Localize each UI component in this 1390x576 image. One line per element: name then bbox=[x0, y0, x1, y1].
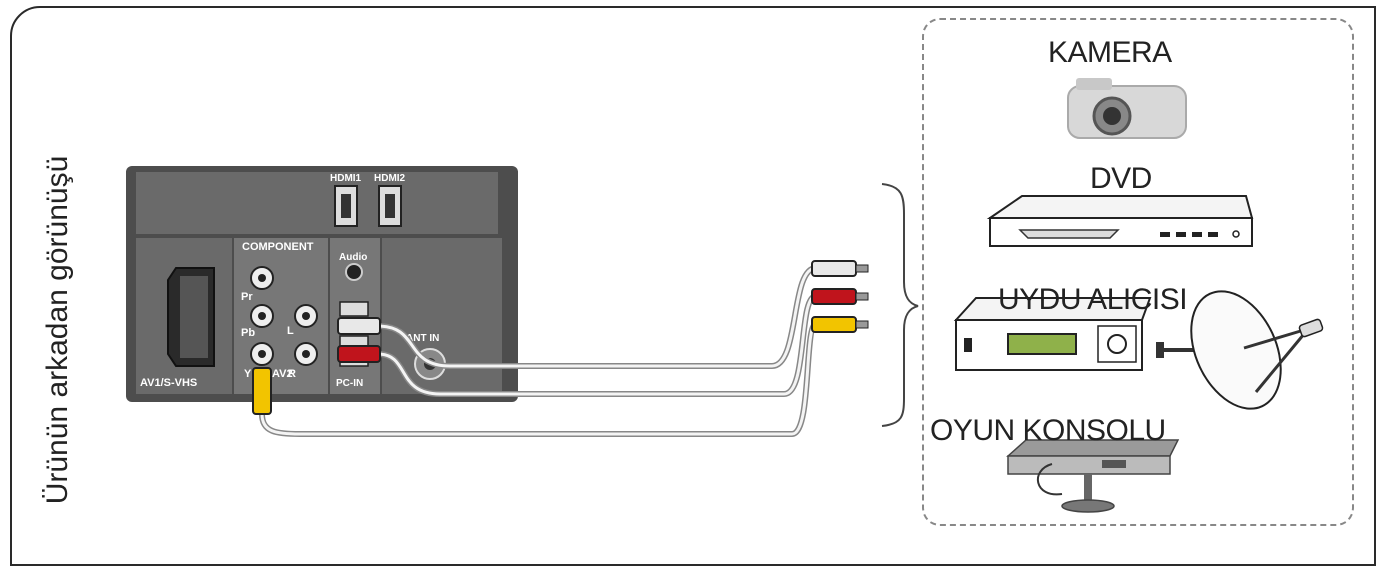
game-console-illustration bbox=[1006, 439, 1180, 513]
grouping-brace bbox=[881, 183, 919, 427]
satellite-label: UYDU ALICISI bbox=[998, 283, 1188, 316]
satellite-receiver-illustration bbox=[953, 297, 1152, 371]
camera-label: KAMERA bbox=[1048, 36, 1172, 69]
ant-in-label: ANT IN bbox=[406, 333, 439, 344]
audio-jack bbox=[345, 263, 363, 281]
pr-label: Pr bbox=[241, 291, 253, 303]
tv-rear-panel: HDMI1 HDMI2 AV1/S-VHS COMPONENT Pr Pb Y … bbox=[126, 166, 518, 402]
white-cable bbox=[376, 266, 818, 368]
av2-label: AV2 bbox=[272, 368, 293, 380]
white-plug-tv bbox=[337, 317, 381, 335]
red-cable bbox=[376, 294, 818, 396]
satellite-dish-illustration bbox=[1156, 290, 1324, 410]
y-label: Y bbox=[244, 368, 252, 380]
hdmi2-port-slot bbox=[385, 194, 395, 218]
red-plug-device bbox=[811, 288, 857, 305]
yellow-plug-tv bbox=[252, 367, 272, 415]
dvd-label: DVD bbox=[1090, 162, 1152, 195]
hdmi1-port-slot bbox=[341, 194, 351, 218]
yellow-plug-device bbox=[811, 316, 857, 333]
yellow-cable bbox=[260, 322, 818, 436]
tv-side-plugs bbox=[252, 317, 381, 415]
devices-box bbox=[922, 18, 1354, 526]
pb-label: Pb bbox=[241, 327, 255, 339]
device-side-plugs bbox=[811, 260, 869, 333]
outer-frame bbox=[10, 6, 1376, 566]
red-plug-tv bbox=[337, 345, 381, 363]
l-label: L bbox=[287, 325, 294, 337]
cables bbox=[259, 265, 819, 437]
camera-illustration bbox=[1067, 78, 1187, 139]
component-label: COMPONENT bbox=[242, 241, 314, 253]
r-label: R bbox=[288, 368, 296, 380]
audio-label: Audio bbox=[339, 252, 367, 263]
white-plug-device bbox=[811, 260, 857, 277]
panel-top-section bbox=[136, 172, 498, 234]
dvd-illustration bbox=[986, 195, 1254, 247]
scart-pins bbox=[180, 276, 208, 358]
pc-in-label: PC-IN bbox=[336, 378, 363, 389]
hdmi1-label: HDMI1 bbox=[330, 173, 362, 184]
av1-label: AV1/S-VHS bbox=[140, 377, 197, 389]
console-label: OYUN KONSOLU bbox=[930, 414, 1166, 447]
hdmi2-label: HDMI2 bbox=[374, 173, 406, 184]
pc-in-port-top bbox=[339, 301, 369, 317]
